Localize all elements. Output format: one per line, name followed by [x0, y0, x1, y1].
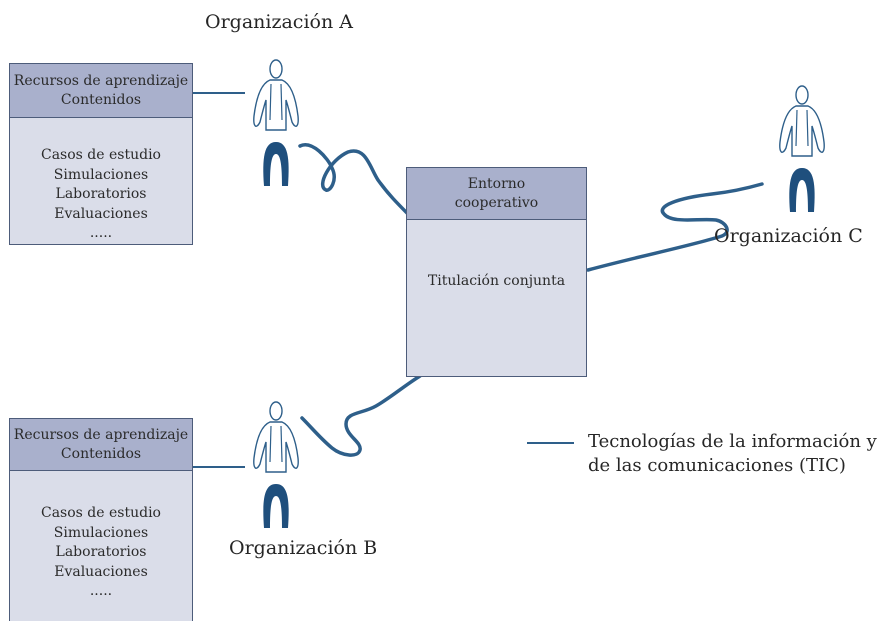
joint-degree-label: Titulación conjunta	[427, 273, 566, 289]
tic-legend-line: de las comunicaciones (TIC)	[588, 455, 846, 476]
cooperative-environment-header-line: cooperativo	[454, 194, 539, 211]
list-item: Evaluaciones	[54, 205, 148, 222]
list-item: .....	[89, 225, 113, 241]
list-item: Casos de estudio	[41, 147, 161, 163]
list-item: Laboratorios	[55, 544, 147, 560]
resources-box-top-body: Casos de estudio Simulaciones Laboratori…	[10, 118, 192, 244]
person-a-icon	[253, 59, 299, 186]
cooperative-environment-header: Entorno cooperativo	[407, 168, 586, 220]
resources-box-bottom-header-line: Recursos de aprendizaje	[13, 426, 189, 443]
tic-legend-line: Tecnologías de la información y	[588, 431, 877, 452]
tic-link-a	[298, 143, 410, 216]
resources-box-bottom-header: Recursos de aprendizaje Contenidos	[10, 419, 192, 471]
organization-b-label: Organización B	[229, 537, 378, 559]
tic-link-c	[586, 182, 764, 272]
cooperative-environment-body: Titulación conjunta	[407, 220, 586, 292]
tic-link-b	[300, 374, 422, 457]
person-c-icon	[779, 85, 825, 212]
resources-box-top-header-line: Contenidos	[60, 91, 142, 108]
resources-box-bottom-body: Casos de estudio Simulaciones Laboratori…	[10, 471, 192, 602]
resources-box-top: Recursos de aprendizaje Contenidos Casos…	[9, 63, 193, 245]
resources-box-bottom-header-line: Contenidos	[60, 445, 142, 462]
resources-box-top-header-line: Recursos de aprendizaje	[13, 72, 189, 89]
resources-box-top-header: Recursos de aprendizaje Contenidos	[10, 64, 192, 118]
list-item: Simulaciones	[53, 524, 149, 541]
resources-box-bottom: Recursos de aprendizaje Contenidos Casos…	[9, 418, 193, 621]
list-item: Simulaciones	[53, 166, 149, 183]
cooperative-environment-header-line: Entorno	[467, 175, 526, 192]
list-item: Casos de estudio	[41, 505, 161, 521]
organization-a-label: Organización A	[205, 11, 353, 33]
list-item: Laboratorios	[55, 186, 147, 202]
list-item: Evaluaciones	[54, 563, 148, 580]
list-item: .....	[89, 583, 113, 599]
cooperative-environment-box: Entorno cooperativo Titulación conjunta	[406, 167, 587, 377]
organization-c-label: Organización C	[714, 225, 863, 247]
tic-legend-text: Tecnologías de la información y de las c…	[588, 430, 877, 478]
person-b-icon	[253, 401, 299, 528]
